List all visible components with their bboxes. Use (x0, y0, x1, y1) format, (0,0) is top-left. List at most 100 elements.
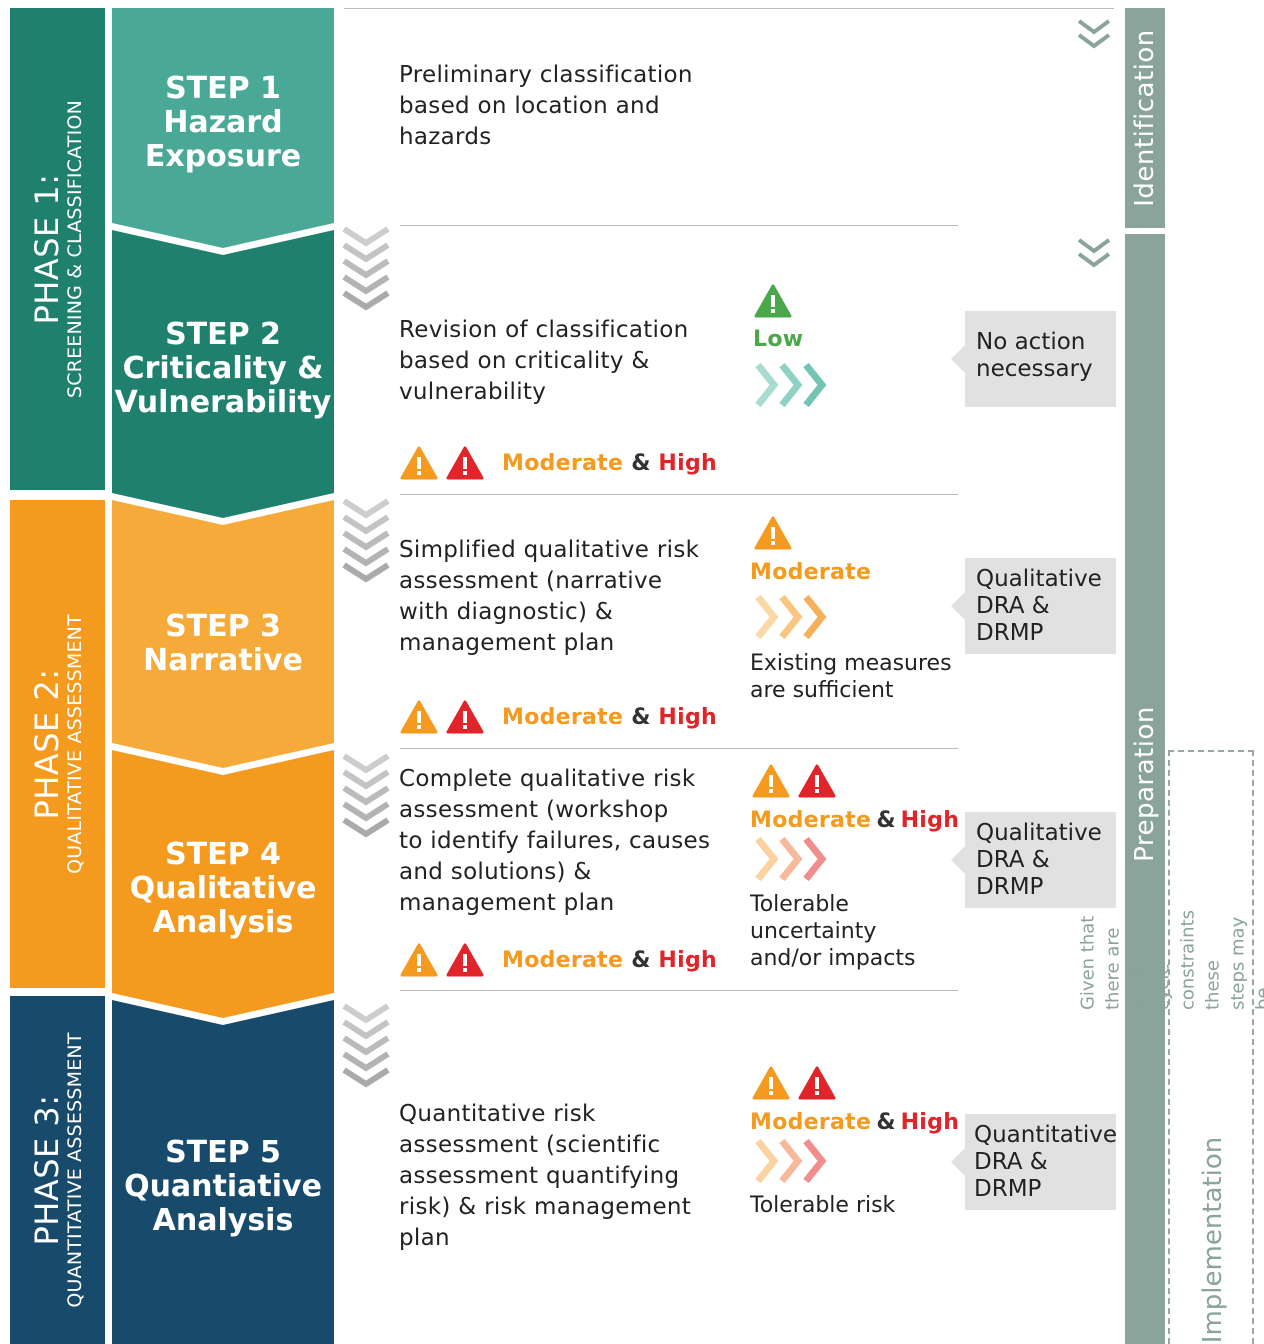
escalation-row-step-2: Moderate & High (400, 446, 717, 480)
phase-1-subtitle: SCREENING & CLASSIFICATION (63, 99, 86, 399)
callout-text: No action necessary (976, 329, 1093, 382)
step-4: STEP 4 Qualitative Analysis (112, 750, 334, 1010)
ampersand: & (631, 947, 651, 973)
description-line: assessment quantifying (399, 1163, 680, 1189)
phase-2-bar: PHASE 2: QUALITATIVE ASSESSMENT (10, 500, 105, 988)
step-1-shape (112, 8, 334, 248)
description-line: vulnerability (399, 379, 547, 405)
step-4-description: Complete qualitative risk assessment (wo… (399, 764, 710, 919)
high-label: High (658, 947, 717, 973)
divider-1 (400, 225, 958, 226)
description-line: based on location and (399, 93, 660, 119)
preparation-bar: Preparation (1125, 234, 1165, 1344)
step-5-outcome: Tolerable risk (750, 1193, 896, 1218)
step-2-name-line-1: Criticality & (122, 351, 324, 386)
phase-1-title: PHASE 1: (27, 173, 66, 325)
warning-moderate-icon (754, 516, 792, 550)
description-line: management plan (399, 890, 615, 916)
step-4-shape (112, 750, 334, 1018)
high-label: High (658, 450, 717, 476)
divider-3 (400, 748, 958, 749)
moderate-high-label: Moderate & High (750, 808, 959, 833)
triple-chevron-right-icon (755, 594, 827, 640)
step-2-description: Revision of classification based on crit… (399, 315, 688, 408)
down-chevrons-icon (342, 753, 390, 838)
warning-low-icon (754, 284, 792, 318)
step-5-number: STEP 5 (165, 1135, 281, 1170)
high-label: High (658, 704, 717, 730)
step-4-name-line-2: Analysis (152, 905, 294, 940)
moderate-label: Moderate (750, 808, 872, 833)
top-divider (344, 8, 1114, 9)
step-3-outcome: Existing measures are sufficient (750, 651, 952, 703)
description-line: Simplified qualitative risk (399, 537, 700, 563)
double-chevron-down-icon (1077, 238, 1111, 268)
description-line: risk) & risk management (399, 1194, 692, 1220)
triple-chevron-right-icon (755, 1138, 827, 1184)
step-2-name-line-2: Vulnerability (114, 385, 332, 420)
description-line: management plan (399, 630, 615, 656)
step-1-name-line-1: Hazard (163, 105, 283, 140)
double-chevron-down-icon (1077, 19, 1111, 49)
warning-moderate-icon (752, 764, 790, 798)
description-line: assessment (narrative (399, 568, 663, 594)
step-5-shape (112, 1000, 334, 1344)
warning-high-icon (446, 700, 484, 734)
description-line: hazards (399, 124, 492, 150)
description-line: Revision of classification (399, 317, 689, 343)
ampersand: & (876, 1110, 896, 1135)
high-label: High (900, 1110, 960, 1135)
preparation-label: Preparation (1130, 706, 1160, 862)
step-5-name-line-2: Analysis (152, 1203, 294, 1238)
callout-qualitative-dra-step-3: Qualitative DRA & DRMP (965, 558, 1116, 654)
ampersand: & (631, 704, 651, 730)
warning-moderate-icon (400, 700, 438, 734)
phase-3-title: PHASE 3: (27, 1094, 66, 1246)
step-1-name-line-2: Exposure (144, 139, 302, 174)
step-1: STEP 1 Hazard Exposure (112, 8, 334, 238)
step-1-number: STEP 1 (165, 71, 281, 106)
warning-moderate-icon (752, 1066, 790, 1100)
callout-qualitative-dra-step-4: Qualitative DRA & DRMP (965, 812, 1116, 908)
step-1-description: Preliminary classification based on loca… (399, 60, 693, 153)
implementation-note: Given that there are no life-cycle const… (1077, 909, 1264, 1011)
callout-quantitative-dra: Quantitative DRA & DRMP (965, 1114, 1118, 1210)
step-4-outcome: Tolerable uncertainty and/or impacts (750, 892, 916, 971)
down-chevrons-icon (342, 226, 390, 311)
step-3-description: Simplified qualitative risk assessment (… (399, 535, 699, 659)
callout-text: Quantitative DRA & DRMP (974, 1122, 1118, 1202)
warning-high-icon (446, 446, 484, 480)
high-label: High (900, 808, 960, 833)
phase-2-subtitle: QUALITATIVE ASSESSMENT (63, 614, 86, 874)
description-line: based on criticality & (399, 348, 650, 374)
description-line: Complete qualitative risk (399, 766, 696, 792)
description-line: with diagnostic) & (399, 599, 614, 625)
divider-2 (400, 494, 958, 495)
escalation-row-step-4: Moderate & High (400, 943, 717, 977)
step-5-description: Quantitative risk assessment (scientific… (399, 1099, 691, 1254)
ampersand: & (876, 808, 896, 833)
divider-4 (400, 990, 958, 991)
warning-high-icon (446, 943, 484, 977)
step-chevrons (112, 8, 334, 1344)
implementation-box (1168, 750, 1254, 1344)
triple-chevron-right-icon (755, 362, 827, 408)
implementation-label: Implementation (1198, 1136, 1228, 1344)
warning-high-icon (798, 764, 836, 798)
step-5: STEP 5 Quantiative Analysis (112, 1000, 334, 1344)
step-4-name-line-1: Qualitative (129, 871, 317, 906)
description-line: plan (399, 1225, 450, 1251)
warning-moderate-icon (400, 943, 438, 977)
phase-1-bar: PHASE 1: SCREENING & CLASSIFICATION (10, 8, 105, 490)
moderate-label: Moderate (502, 704, 624, 730)
phase-3-bar: PHASE 3: QUANTITATIVE ASSESSMENT (10, 996, 105, 1344)
down-chevrons-icon (342, 498, 390, 583)
moderate-high-label: Moderate & High (750, 1110, 959, 1135)
phase-3-subtitle: QUANTITATIVE ASSESSMENT (63, 1032, 86, 1308)
moderate-label: Moderate (750, 560, 872, 585)
identification-label: Identification (1130, 29, 1160, 207)
warning-high-icon (798, 1066, 836, 1100)
moderate-label: Moderate (502, 947, 624, 973)
down-chevrons-icon (342, 1003, 390, 1088)
identification-bar: Identification (1125, 8, 1165, 228)
